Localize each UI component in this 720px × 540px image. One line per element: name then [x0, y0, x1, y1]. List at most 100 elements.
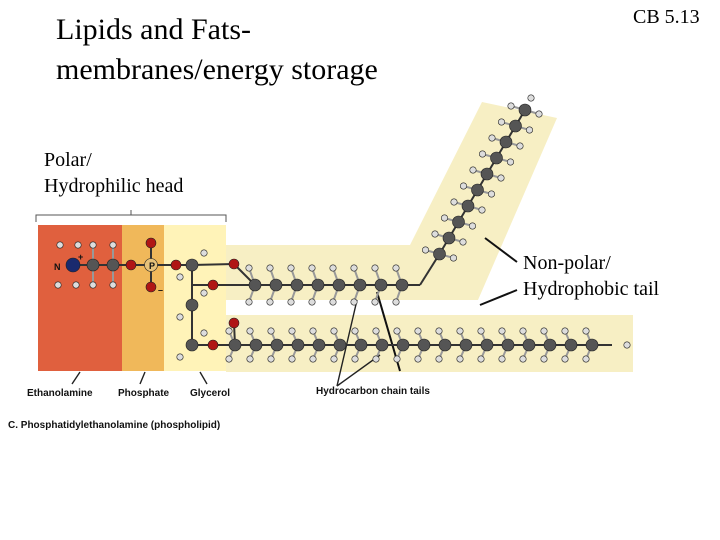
- hydrogen-atom: [200, 329, 208, 337]
- hydrogen-atom: [477, 355, 485, 363]
- hydrogen-atom: [288, 327, 296, 335]
- oxygen-atom: [145, 281, 157, 293]
- hydrogen-atom: [469, 166, 477, 174]
- hydrogen-atom: [478, 206, 486, 214]
- hydrogen-atom: [351, 327, 359, 335]
- hydrogen-atom: [498, 355, 506, 363]
- hydrogen-atom: [519, 355, 527, 363]
- hydrocarbon-label: Hydrocarbon chain tails: [316, 386, 430, 397]
- carbon-atom: [417, 338, 431, 352]
- hydrogen-atom: [329, 264, 337, 272]
- hydrogen-atom: [200, 289, 208, 297]
- carbon-atom: [375, 338, 389, 352]
- carbon-atom: [185, 298, 199, 312]
- nitrogen-atom: [65, 257, 81, 273]
- carbon-atom: [290, 278, 304, 292]
- hydrogen-atom: [109, 241, 117, 249]
- glycerol-label: Glycerol: [190, 388, 230, 399]
- carbon-atom: [509, 119, 522, 133]
- carbon-atom: [501, 338, 515, 352]
- nitrogen-charge: +: [78, 252, 83, 262]
- hydrogen-atom: [330, 327, 338, 335]
- hydrogen-atom: [440, 214, 448, 222]
- carbon-atom: [518, 103, 532, 117]
- hydrogen-atom: [497, 118, 505, 126]
- hydrogen-atom: [308, 298, 316, 306]
- carbon-atom: [522, 338, 536, 352]
- hydrogen-atom: [176, 273, 184, 281]
- carbon-atom: [249, 338, 263, 352]
- hydrogen-atom: [371, 298, 379, 306]
- carbon-atom: [228, 338, 242, 352]
- carbon-atom: [433, 247, 446, 261]
- oxygen-atom: [125, 259, 137, 271]
- hydrogen-atom: [421, 246, 429, 254]
- hydrogen-atom: [245, 264, 253, 272]
- hydrogen-atom: [535, 110, 543, 118]
- hydrogen-atom: [540, 355, 548, 363]
- ethanolamine-label: Ethanolamine: [27, 388, 93, 399]
- hydrogen-atom: [350, 264, 358, 272]
- hydrogen-atom: [519, 327, 527, 335]
- head-callout-line1: Polar/: [44, 149, 92, 171]
- slide-reference: CB 5.13: [633, 6, 700, 28]
- hydrogen-atom: [449, 254, 457, 262]
- carbon-atom: [354, 338, 368, 352]
- hydrogen-atom: [266, 264, 274, 272]
- hydrogen-atom: [393, 327, 401, 335]
- carbon-atom: [248, 278, 262, 292]
- phosphorus-atom: [144, 258, 158, 272]
- carbon-atom: [311, 278, 325, 292]
- hydrogen-atom: [435, 355, 443, 363]
- head-callout-line2: Hydrophilic head: [44, 175, 184, 197]
- hydrogen-atom: [477, 327, 485, 335]
- hydrogen-atom: [308, 264, 316, 272]
- hydrogen-atom: [371, 264, 379, 272]
- carbon-atom: [490, 151, 503, 165]
- hydrogen-atom: [497, 174, 505, 182]
- oxygen-atom: [145, 237, 157, 249]
- hydrogen-atom: [350, 298, 358, 306]
- hydrogen-atom: [623, 341, 631, 349]
- hydrogen-atom: [478, 150, 486, 158]
- hydrogen-atom: [266, 298, 274, 306]
- hydrogen-atom: [200, 249, 208, 257]
- hydrogen-atom: [309, 355, 317, 363]
- slide-title-line2: membranes/energy storage: [56, 53, 378, 86]
- slide-title: Lipids and Fats- membranes/energy storag…: [56, 10, 378, 90]
- tail-callout-line2: Hydrophobic tail: [523, 278, 660, 300]
- hydrogen-atom: [287, 298, 295, 306]
- figure-caption: C. Phosphatidylethanolamine (phospholipi…: [8, 420, 220, 431]
- hydrogen-atom: [245, 298, 253, 306]
- atoms-layer: [54, 94, 631, 363]
- ethanolamine-box: [38, 225, 122, 371]
- carbon-atom: [480, 167, 494, 181]
- hydrogen-atom: [330, 355, 338, 363]
- hydrogen-atom: [392, 298, 400, 306]
- hydrogen-atom: [288, 355, 296, 363]
- carbon-atom: [438, 338, 452, 352]
- carbon-atom: [564, 338, 578, 352]
- carbon-atom: [269, 278, 283, 292]
- carbon-atom: [185, 258, 199, 272]
- head-callout: Polar/ Hydrophilic head: [44, 147, 183, 199]
- tail-callout: Non-polar/ Hydrophobic tail: [523, 250, 659, 302]
- hydrogen-atom: [540, 327, 548, 335]
- hydrogen-atom: [414, 327, 422, 335]
- carbon-atom: [291, 338, 305, 352]
- hydrogen-atom: [487, 190, 495, 198]
- hydrogen-atom: [414, 355, 422, 363]
- hydrogen-atom: [225, 355, 233, 363]
- hydrogen-atom: [456, 355, 464, 363]
- hydrogen-atom: [459, 182, 467, 190]
- hydrogen-atom: [109, 281, 117, 289]
- carbon-atom: [395, 278, 409, 292]
- tail-band-upper: [226, 102, 557, 300]
- hydrogen-atom: [435, 327, 443, 335]
- head-bracket: [35, 210, 227, 222]
- oxygen-atom: [170, 259, 182, 271]
- hydrogen-atom: [89, 281, 97, 289]
- hydrogen-atom: [498, 327, 506, 335]
- hydrogen-atom: [372, 327, 380, 335]
